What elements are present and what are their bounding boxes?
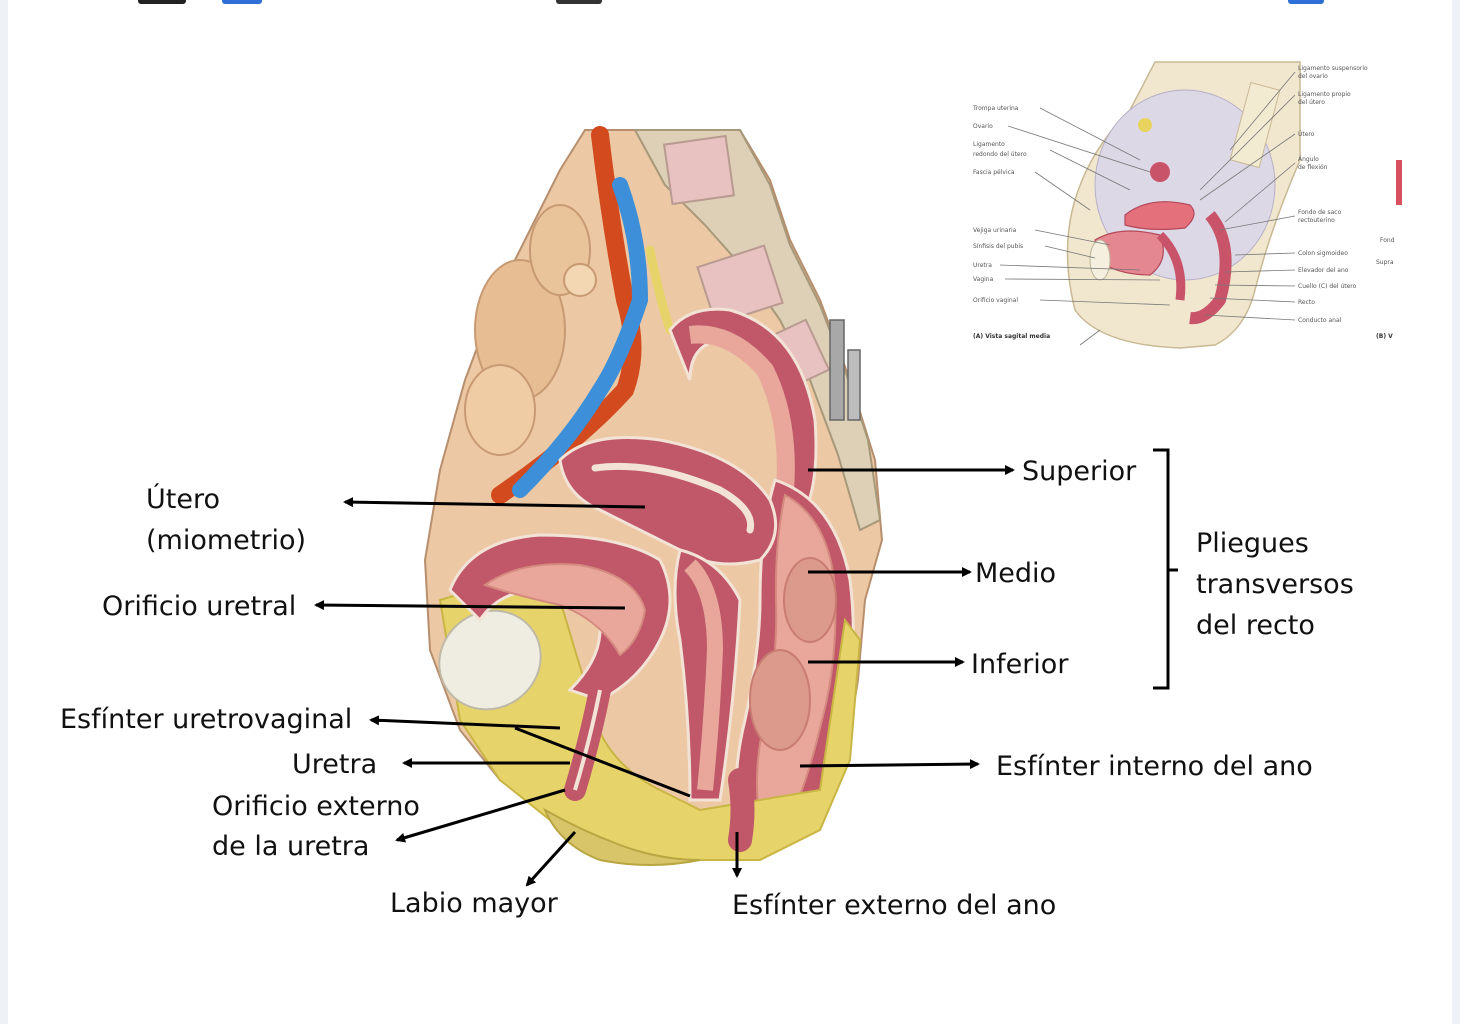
arrow-labio-mayor (527, 832, 575, 885)
inset-label: Sínfisis del pubis (973, 243, 1023, 250)
inset-label: Conducto anal (1298, 317, 1342, 324)
inset-label: rectouterino (1298, 217, 1335, 224)
arrow-esfinter-interno (800, 764, 978, 766)
inset-label: Cuello (C) del útero (1298, 283, 1357, 290)
label-de-la-uretra: de la uretra (212, 831, 369, 862)
inset-caption: (A) Vista sagital media (973, 333, 1050, 340)
bowel-loop (465, 365, 535, 455)
label-del-recto: del recto (1196, 610, 1315, 641)
inset-label: del ovario (1298, 73, 1328, 80)
inset-label: Supra (1376, 259, 1394, 266)
inset-label: del útero (1298, 99, 1325, 106)
label-pliegues: Pliegues (1196, 528, 1309, 559)
inset-label: Colon sigmoideo (1298, 250, 1348, 257)
inset-label: Ángulo (1298, 156, 1319, 163)
inset-label: de flexión (1298, 164, 1328, 171)
label-transversos: transversos (1196, 569, 1354, 600)
label-superior: Superior (1022, 456, 1137, 487)
inset-label: Ligamento suspensorio (1298, 65, 1368, 72)
inset-label: Recto (1298, 299, 1315, 306)
inset-label: Ligamento (973, 141, 1005, 148)
anal-canal (740, 780, 743, 840)
inset-label: Trompa uterina (972, 105, 1019, 112)
inset-label: Vagina (973, 276, 994, 283)
inset-label: Orificio vaginal (973, 297, 1018, 304)
inset-caption: (B) V (1376, 333, 1393, 340)
model-clip (830, 320, 844, 420)
label-orificio-uretral: Orificio uretral (102, 591, 296, 622)
arrow-orificio-externo (397, 790, 565, 840)
label-esfinter-externo-ano: Esfínter externo del ano (732, 890, 1056, 921)
inset-pubis (1090, 240, 1110, 280)
rectal-fold (750, 650, 810, 750)
inset-label: Fascia pélvica (973, 169, 1015, 176)
label-medio: Medio (975, 558, 1056, 589)
label-miometrio: (miometrio) (146, 525, 306, 556)
label-orificio-externo: Orificio externo (212, 791, 420, 822)
inset-label: Fond (1380, 237, 1395, 244)
inset-label: Útero (1298, 131, 1315, 138)
label-inferior: Inferior (971, 649, 1069, 680)
inset-label: redondo del útero (973, 151, 1027, 158)
bracket-pliegues (1153, 450, 1178, 688)
inset-label: Fondo de saco (1298, 209, 1342, 216)
inset-label: Elevador del ano (1298, 267, 1349, 274)
inset-edge-figure (1396, 160, 1402, 205)
label-esfinter-interno-ano: Esfínter interno del ano (996, 751, 1313, 782)
inset-ovary (1138, 118, 1152, 132)
inset-label: Vejiga urinaria (973, 227, 1017, 234)
inset-label: Ligamento propio (1298, 91, 1351, 98)
inset-label: Uretra (973, 262, 992, 269)
label-uretra: Uretra (292, 749, 377, 780)
inset-reference-diagram: Trompa uterina Ovario Ligamento redondo … (972, 62, 1402, 348)
inset-ovary (1150, 162, 1170, 182)
pelvis-sagittal-model (420, 130, 882, 865)
inset-label: Ovario (973, 123, 993, 130)
model-clip (848, 350, 860, 420)
vertebra (664, 136, 734, 204)
bowel-loop (564, 264, 596, 296)
label-utero: Útero (146, 483, 220, 515)
label-labio-mayor: Labio mayor (390, 888, 559, 919)
label-esfinter-uretrovaginal: Esfínter uretrovaginal (60, 704, 352, 735)
